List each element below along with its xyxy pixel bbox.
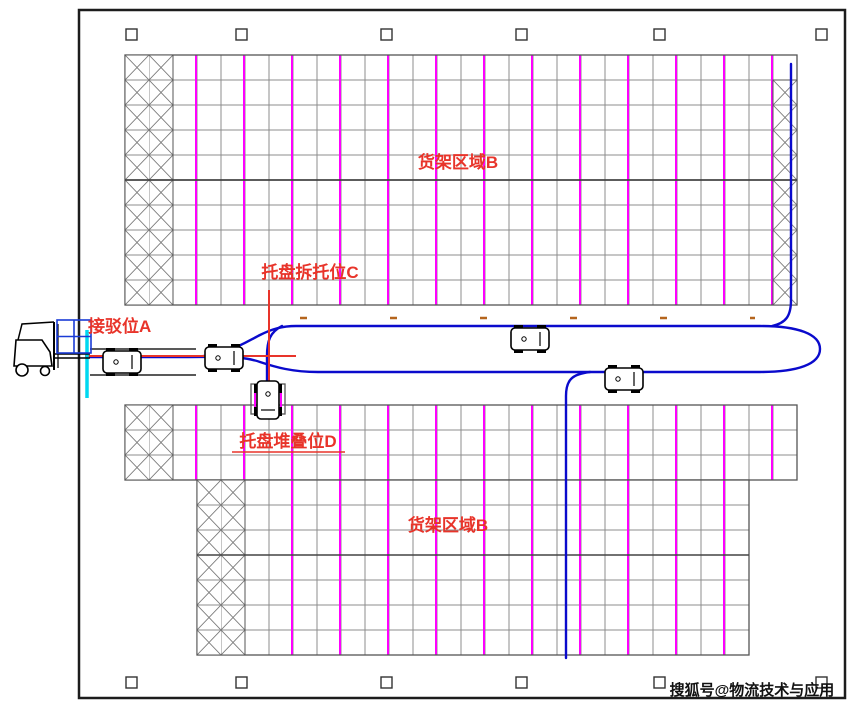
agv-path-center-branch [564,370,592,660]
agv-icon [102,347,142,377]
agv-icon [510,324,550,354]
label-docking-a: 接驳位A [88,316,151,336]
agv-icon [204,343,244,373]
agv-path-loop [88,324,822,374]
forklift-icon [13,321,90,377]
rack-area-bottom [196,479,750,656]
label-palletize-d: 托盘堆叠位D [239,431,336,451]
agv-icon [604,364,644,394]
pallet-grid-icon [56,319,92,354]
label-rack-area-top: 货架区域B [418,152,498,172]
agv-icon [253,380,283,420]
label-depalletize-c: 托盘拆托位C [261,262,358,282]
label-rack-area-bottom: 货架区域B [408,515,488,535]
watermark-text: 搜狐号@物流技术与应用 [670,681,835,699]
column-markers [125,28,828,689]
agv-path-right-branch [770,62,793,328]
rack-area-top [124,54,798,306]
rack-strip-middle [124,404,798,481]
